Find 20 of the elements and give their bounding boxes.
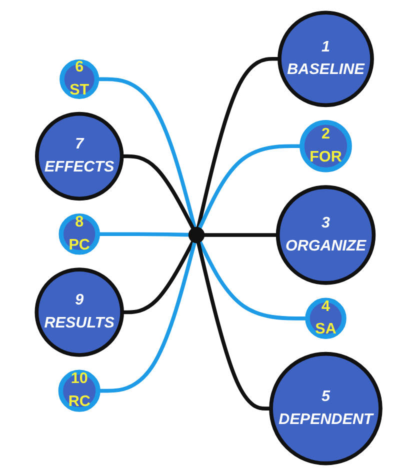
node-circle: 5 DEPENDENT xyxy=(269,352,382,466)
node-circle xyxy=(188,226,205,244)
node-circle: 4 SA xyxy=(305,298,346,340)
connector xyxy=(122,154,195,230)
node-circle: 3 ORGANIZE xyxy=(276,185,376,285)
node-circle: 9 RESULTS xyxy=(34,268,124,357)
connector xyxy=(98,232,189,237)
connector xyxy=(196,242,271,410)
connector xyxy=(204,233,278,237)
node-circle: 6 ST xyxy=(59,59,100,99)
node-circle: 2 FOR xyxy=(300,120,352,172)
connector xyxy=(198,144,302,229)
connector xyxy=(96,77,196,228)
connector xyxy=(198,241,308,320)
node-circle: 7 EFFECTS xyxy=(34,112,124,201)
connector xyxy=(122,240,195,314)
node-circle: 1 BASELINE xyxy=(278,10,374,108)
node-circle: 8 PC xyxy=(58,213,100,255)
node-circle: 10 RC xyxy=(58,370,100,412)
connector xyxy=(196,57,280,228)
